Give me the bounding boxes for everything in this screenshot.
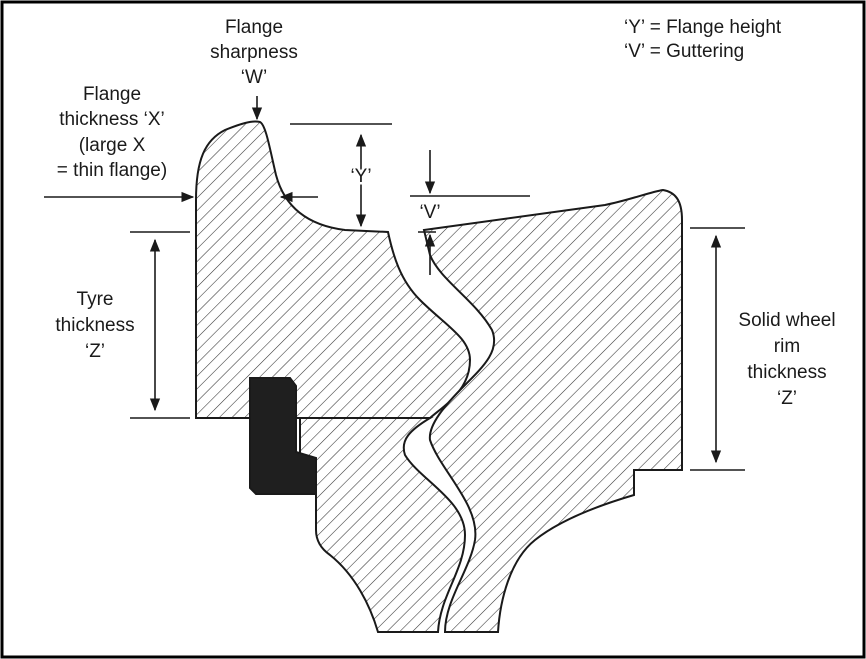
flange-sharpness-label-line3: ‘W’ [241,67,267,88]
retaining-ring-block [249,377,317,495]
legend-flange-height: ‘Y’ = Flange height [624,17,782,38]
solid-wheel-section [422,188,683,633]
tyre-thickness-label-line2: thickness [55,315,134,336]
flange-thickness-label-line3: (large X [79,135,146,156]
flange-thickness-label-line1: Flange [83,84,141,105]
flange-height-tag: ‘Y’ [350,166,371,187]
rim-thickness-label-line1: Solid wheel [738,310,835,331]
tyre-thickness-label-line3: ‘Z’ [85,341,105,362]
flange-thickness-label-line4: = thin flange) [57,160,167,181]
guttering-tag: ‘V’ [419,202,440,223]
flange-sharpness-label-line1: Flange [225,17,283,38]
tyre-section [195,120,472,419]
tyre-thickness-label-line1: Tyre [77,289,114,310]
rim-thickness-label-line3: thickness [747,362,826,383]
rim-thickness-label-line4: ‘Z’ [777,388,797,409]
flange-thickness-label-line2: thickness ‘X’ [59,109,165,130]
rim-thickness-label-line2: rim [774,336,800,357]
wheel-centre-section [299,417,467,633]
flange-sharpness-label-line2: sharpness [210,42,298,63]
legend-guttering: ‘V’ = Guttering [624,41,744,62]
